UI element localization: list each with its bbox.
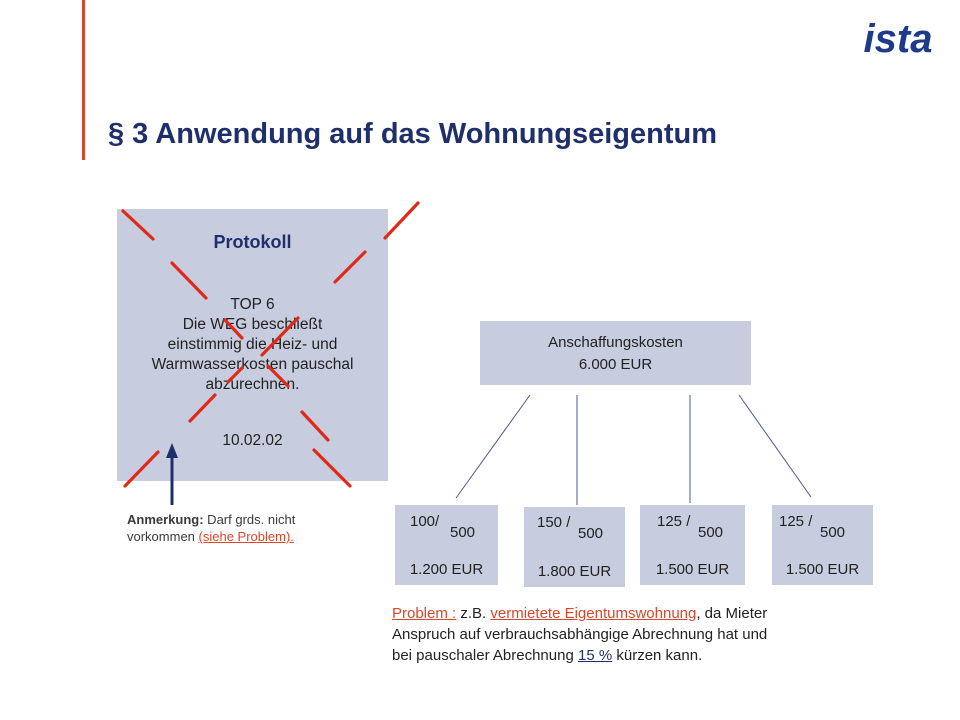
remark-text1: Darf grds. nicht — [203, 512, 296, 527]
cross-stroke — [383, 201, 420, 240]
protocol-line: Warmwasserkosten pauschal — [151, 356, 354, 373]
problem-note: Problem : z.B. vermietete Eigentumswohnu… — [392, 603, 892, 666]
share-numerator: 100/ — [410, 513, 440, 530]
share-amount: 1.800 EUR — [537, 563, 612, 580]
cost-box — [480, 321, 751, 385]
share-amount: 1.200 EUR — [409, 561, 484, 578]
connector-line — [738, 394, 812, 498]
problem-highlight: vermietete Eigentumswohnung — [490, 605, 697, 622]
problem-text: z.B. — [456, 605, 491, 622]
cross-stroke — [300, 410, 330, 442]
share-denominator: 500 — [698, 524, 724, 541]
share-box — [640, 505, 745, 585]
share-amount: 1.500 EUR — [785, 561, 860, 578]
cross-stroke — [260, 316, 300, 357]
cross-stroke — [226, 366, 244, 384]
share-box — [395, 505, 498, 585]
share-numerator: 125 / — [779, 513, 813, 530]
share-box — [524, 507, 625, 587]
remark: Anmerkung: Darf grds. nicht vorkommen (s… — [127, 511, 295, 545]
share-denominator: 500 — [578, 525, 604, 542]
problem-line2: Anspruch auf verbrauchsabhängige Abrechn… — [392, 626, 768, 643]
problem-text: , da Mieter — [696, 605, 768, 622]
remark-label: Anmerkung: — [127, 512, 204, 527]
remark-text2: vorkommen — [127, 529, 199, 544]
protocol-box — [117, 209, 388, 481]
cross-stroke — [266, 364, 290, 388]
protocol-top: TOP 6 — [230, 296, 275, 313]
protocol-line: einstimmig die Heiz- und — [167, 336, 338, 353]
cross-stroke — [170, 261, 208, 300]
remark-line2: vorkommen (siehe Problem). — [127, 528, 295, 545]
protocol-heading: Protokoll — [213, 232, 292, 252]
problem-text: bei pauschaler Abrechnung — [392, 647, 578, 664]
page-title: § 3 Anwendung auf das Wohnungseigentum — [108, 118, 718, 150]
problem-line3: bei pauschaler Abrechnung 15 % kürzen ka… — [392, 645, 892, 666]
protocol-date: 10.02.02 — [222, 432, 283, 449]
share-box — [772, 505, 873, 585]
cost-value: 6.000 EUR — [578, 356, 653, 373]
ista-logo: ista — [864, 17, 933, 61]
cross-stroke — [312, 448, 352, 488]
connector-lines — [455, 394, 812, 505]
problem-percentage: 15 % — [577, 647, 613, 664]
remark-line1: Anmerkung: Darf grds. nicht — [127, 511, 295, 528]
up-arrow — [166, 443, 178, 505]
problem-text: kürzen kann. — [612, 647, 703, 664]
cross-stroke — [333, 250, 367, 284]
cross-stroke — [121, 209, 155, 241]
svg-text:ista: ista — [864, 17, 933, 61]
share-numerator: 125 / — [657, 513, 691, 530]
accent-bar — [82, 0, 85, 160]
cross-stroke — [123, 450, 160, 488]
problem-line1: Problem : z.B. vermietete Eigentumswohnu… — [392, 603, 892, 624]
share-denominator: 500 — [820, 524, 846, 541]
cross-stroke — [223, 318, 244, 340]
connector-line — [455, 394, 531, 499]
cross-stroke — [188, 393, 217, 423]
cost-label: Anschaffungskosten — [548, 334, 683, 351]
problem-label: Problem : — [392, 605, 457, 622]
share-numerator: 150 / — [537, 514, 571, 531]
share-denominator: 500 — [450, 524, 476, 541]
remark-problem-link[interactable]: (siehe Problem). — [198, 529, 294, 544]
share-amount: 1.500 EUR — [655, 561, 730, 578]
